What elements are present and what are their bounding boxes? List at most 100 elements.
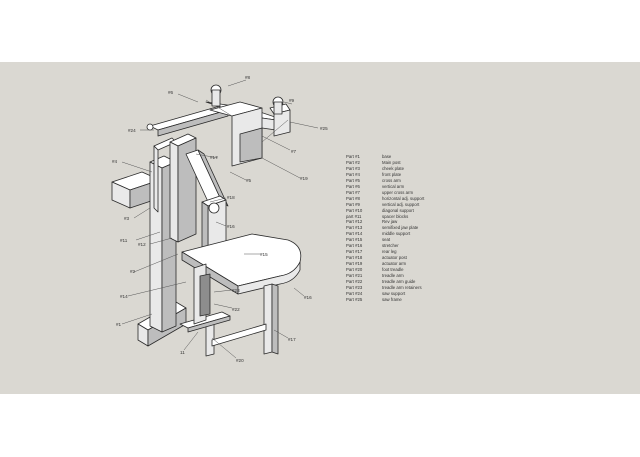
part-description: vertical adj. support <box>382 201 420 207</box>
part-number: Part #10 <box>346 207 363 213</box>
callout-5: #5 <box>246 178 252 183</box>
part-number: Part #15 <box>346 237 363 243</box>
part-number: Part #22 <box>346 279 363 285</box>
part-number: Part #23 <box>346 284 363 290</box>
parts-list-row: Part #25 saw frame <box>346 297 426 303</box>
part-description: semifixed jaw plate <box>382 225 419 231</box>
part-description: rear leg <box>382 249 397 255</box>
part-number: Part #13 <box>346 225 363 231</box>
callout-12: #12 <box>138 242 146 247</box>
part-number: Part #8 <box>346 195 360 201</box>
part-number: Part #14 <box>346 231 363 237</box>
parts-list-row: Part #1 base <box>346 154 426 160</box>
part-description: stretcher <box>382 243 399 249</box>
part-description: upper cross arm <box>382 189 414 195</box>
seat-part <box>181 233 302 295</box>
part-number: Part #6 <box>346 183 360 189</box>
parts-list-row: Part #19 actuator arm <box>346 261 426 267</box>
part-number: Part #19 <box>346 261 363 267</box>
part-description: cross arm <box>382 177 401 183</box>
part-description: saw support <box>382 290 406 296</box>
part-description: treadle arm retainers <box>382 284 422 290</box>
callout-16-lower: #16 <box>304 295 312 300</box>
part-description: middle support <box>382 231 411 237</box>
leader-lines <box>121 79 319 359</box>
callout-4: #4 <box>112 159 118 164</box>
parts-list-row: Part #17 rear leg <box>346 249 426 255</box>
callout-25: #25 <box>320 126 328 131</box>
part-description: actuator arm <box>382 261 407 267</box>
callout-17: #17 <box>210 155 218 160</box>
callout-17-lower: #17 <box>288 337 296 342</box>
parts-list-row: Part #7 upper cross arm <box>346 190 426 196</box>
rear-leg-part <box>169 133 197 243</box>
callout-23: #23 <box>232 288 240 293</box>
part-number: Part #24 <box>346 290 363 296</box>
parts-list-row: Part #23 treadle arm retainers <box>346 285 426 291</box>
part-description: foot treadle <box>382 267 404 273</box>
part-number: Part #2 <box>346 159 360 165</box>
part-number: Part #3 <box>346 165 360 171</box>
part-number: Part #12 <box>346 219 363 225</box>
parts-list-row: Part #14 middle support <box>346 231 426 237</box>
parts-list-row: Part #24 saw support <box>346 291 426 297</box>
parts-list-row: Part #18 actuator post <box>346 255 426 261</box>
callout-18: #18 <box>227 195 235 200</box>
parts-list-row: Part #20 foot treadle <box>346 267 426 273</box>
callout-1: #1 <box>116 322 122 327</box>
part-number: Part #9 <box>346 201 360 207</box>
part-description: Rev jaw <box>382 219 398 225</box>
callout-24: #24 <box>128 128 136 133</box>
parts-list-row: Part #21 treadle arm <box>346 273 426 279</box>
callout-20: #20 <box>236 358 244 363</box>
part-description: cheek plate <box>382 165 404 171</box>
parts-list-row: Part #22 treadle arm guide <box>346 279 426 285</box>
callout-2: #2 <box>130 269 136 274</box>
part-description: seat <box>382 237 391 243</box>
part-description: treadle arm guide <box>382 279 416 285</box>
seat-rear-legs <box>205 283 279 357</box>
treadle-arm-part <box>193 263 211 325</box>
parts-list-row: Part #9 vertical adj. support <box>346 202 426 208</box>
part-description: Main post <box>382 159 401 165</box>
parts-list-row: Part #12 Rev jaw <box>346 219 426 225</box>
parts-list-row: Part #8 horizontal adj. support <box>346 196 426 202</box>
callout-8: #8 <box>245 75 251 80</box>
part-description: vertical arm <box>382 183 405 189</box>
part-number: Part #18 <box>346 255 363 261</box>
part-number: Part #4 <box>346 171 360 177</box>
upper-frame <box>146 84 291 167</box>
parts-list-row: Part #10 diagonal support <box>346 208 426 214</box>
part-description: front plate <box>382 171 402 177</box>
part-description: saw frame <box>382 296 402 302</box>
parts-list-row: Part #13 semifixed jaw plate <box>346 225 426 231</box>
part-number: Part #21 <box>346 273 363 279</box>
callout-9: #9 <box>289 98 295 103</box>
part-number: Part #25 <box>346 296 363 302</box>
callout-7: #7 <box>291 149 297 154</box>
callout-6: #6 <box>168 90 174 95</box>
part-number: Part #1 <box>346 154 360 159</box>
callout-16-upper: #16 <box>227 224 235 229</box>
callout-22: #22 <box>232 307 240 312</box>
part-number: Part #7 <box>346 189 360 195</box>
callout-11: #11 <box>120 238 128 243</box>
part-description: spacer blocks <box>382 213 409 219</box>
callout-3: #3 <box>124 216 130 221</box>
parts-list-row: Part #4 front plate <box>346 172 426 178</box>
parts-list-row: Part #3 cheek plate <box>346 166 426 172</box>
part-number: Part #20 <box>346 267 363 273</box>
parts-list-row: part #11 spacer blocks <box>346 214 426 220</box>
parts-list-row: Part #2 Main post <box>346 160 426 166</box>
part-number: part #11 <box>346 213 362 219</box>
drawing-canvas: #8 #6 #9 #24 #25 #7 #4 #17 #5 #19 #3 #18… <box>0 62 640 394</box>
cheek-plate-part <box>153 137 177 213</box>
parts-list-row: Part #15 seat <box>346 237 426 243</box>
parts-list-row: Part #5 cross arm <box>346 178 426 184</box>
callout-labels: #8 #6 #9 #24 #25 #7 #4 #17 #5 #19 #3 #18… <box>112 75 328 363</box>
parts-list: Part #1 base Part #2 Main post Part #3 c… <box>346 154 426 303</box>
part-description: treadle arm <box>382 273 404 279</box>
parts-list-row: Part #6 vertical arm <box>346 184 426 190</box>
shaving-horse-drawing: #8 #6 #9 #24 #25 #7 #4 #17 #5 #19 #3 #18… <box>111 75 328 363</box>
part-number: Part #5 <box>346 177 360 183</box>
